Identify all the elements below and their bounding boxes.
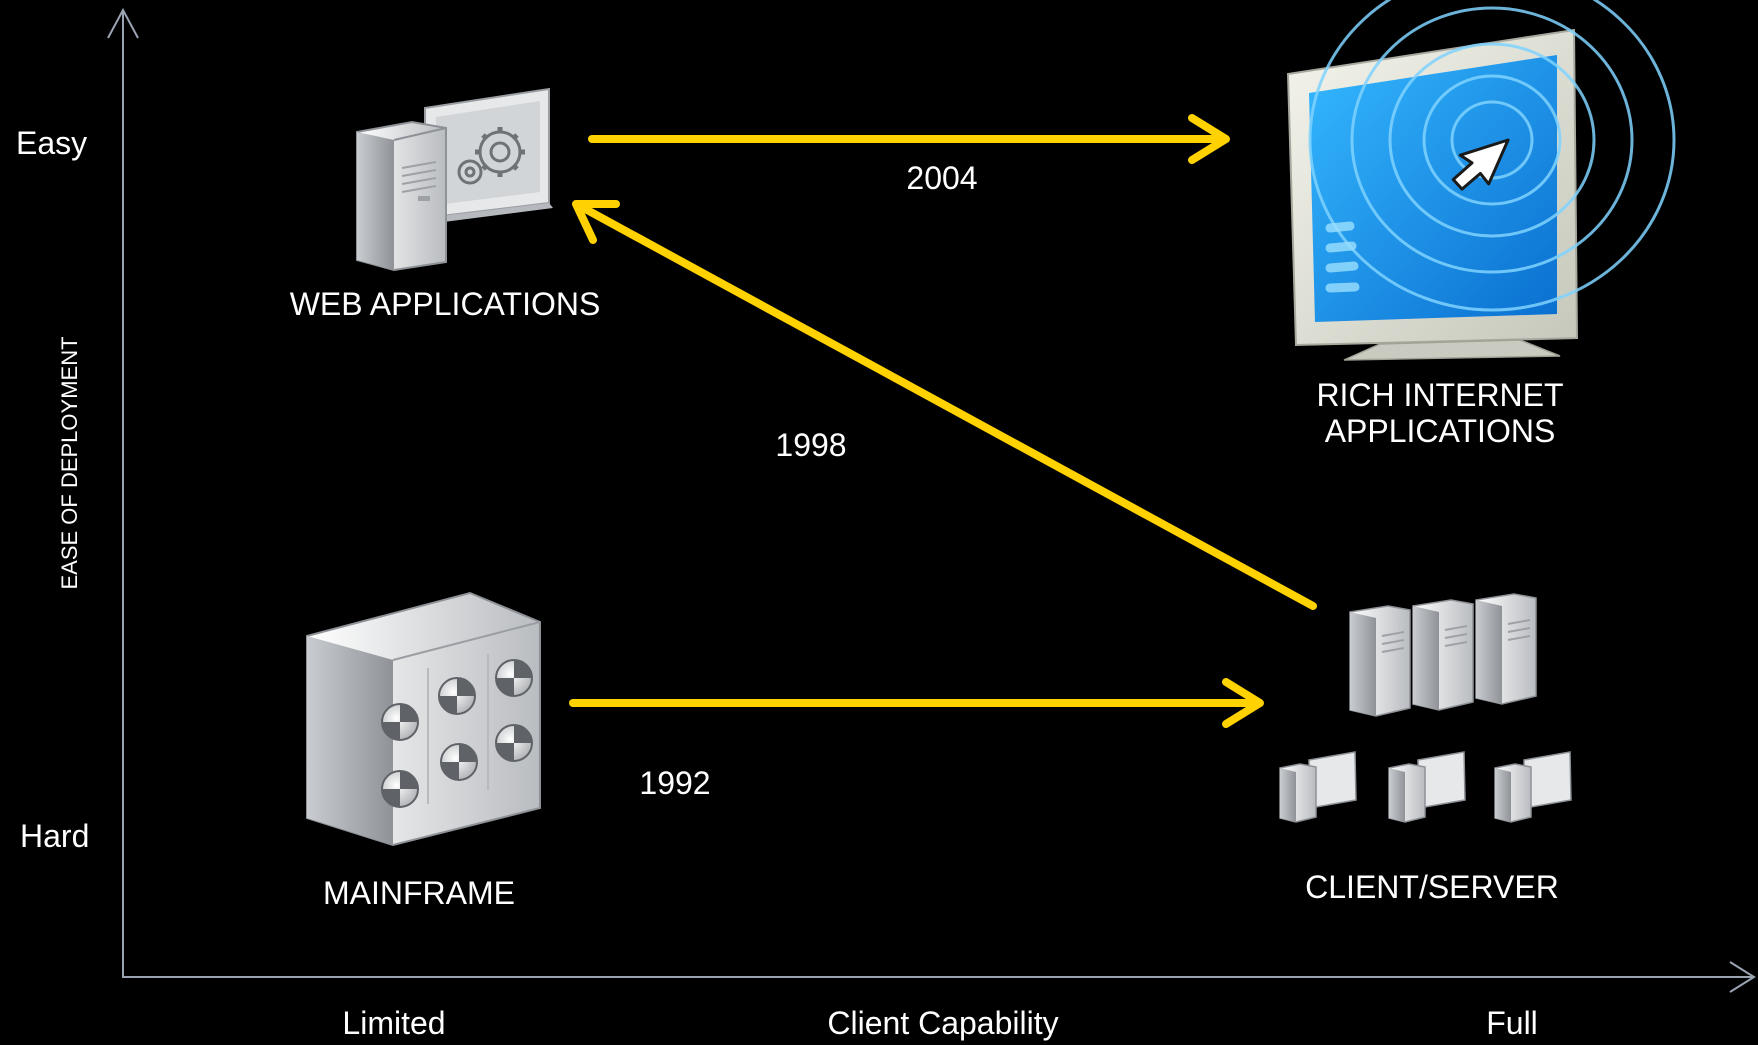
mainframe-icon (306, 591, 541, 847)
client-computer-icon (1279, 751, 1357, 823)
y-axis-high-label: Easy (16, 125, 88, 161)
year-label-2004: 2004 (906, 160, 978, 196)
arrow-1992 (569, 678, 1264, 728)
year-label-1992: 1992 (639, 765, 711, 801)
year-label-1998: 1998 (775, 427, 847, 463)
x-axis-high-label: Full (1486, 1005, 1538, 1041)
mainframe-label: MAINFRAME (323, 875, 515, 911)
arrow-2004 (588, 114, 1230, 164)
y-axis-low-label: Hard (20, 818, 90, 854)
y-axis-title: EASE OF DEPLOYMENT (57, 336, 82, 590)
client-server-icon (1279, 593, 1572, 823)
monitor-cursor-icon (1286, 0, 1676, 361)
client-computer-icon (1388, 751, 1466, 823)
x-axis-low-label: Limited (342, 1005, 446, 1041)
client-server-label: CLIENT/SERVER (1305, 869, 1559, 905)
x-axis (122, 961, 1756, 993)
x-axis-title: Client Capability (827, 1005, 1059, 1041)
web-server-icon (356, 87, 553, 272)
arrow-1998 (572, 200, 1317, 610)
rich-internet-applications-label: RICH INTERNET APPLICATIONS (1316, 377, 1564, 449)
web-applications-label: WEB APPLICATIONS (289, 286, 601, 322)
y-axis (107, 7, 139, 978)
server-rack-icon (1349, 593, 1537, 717)
client-computer-icon (1494, 751, 1572, 823)
